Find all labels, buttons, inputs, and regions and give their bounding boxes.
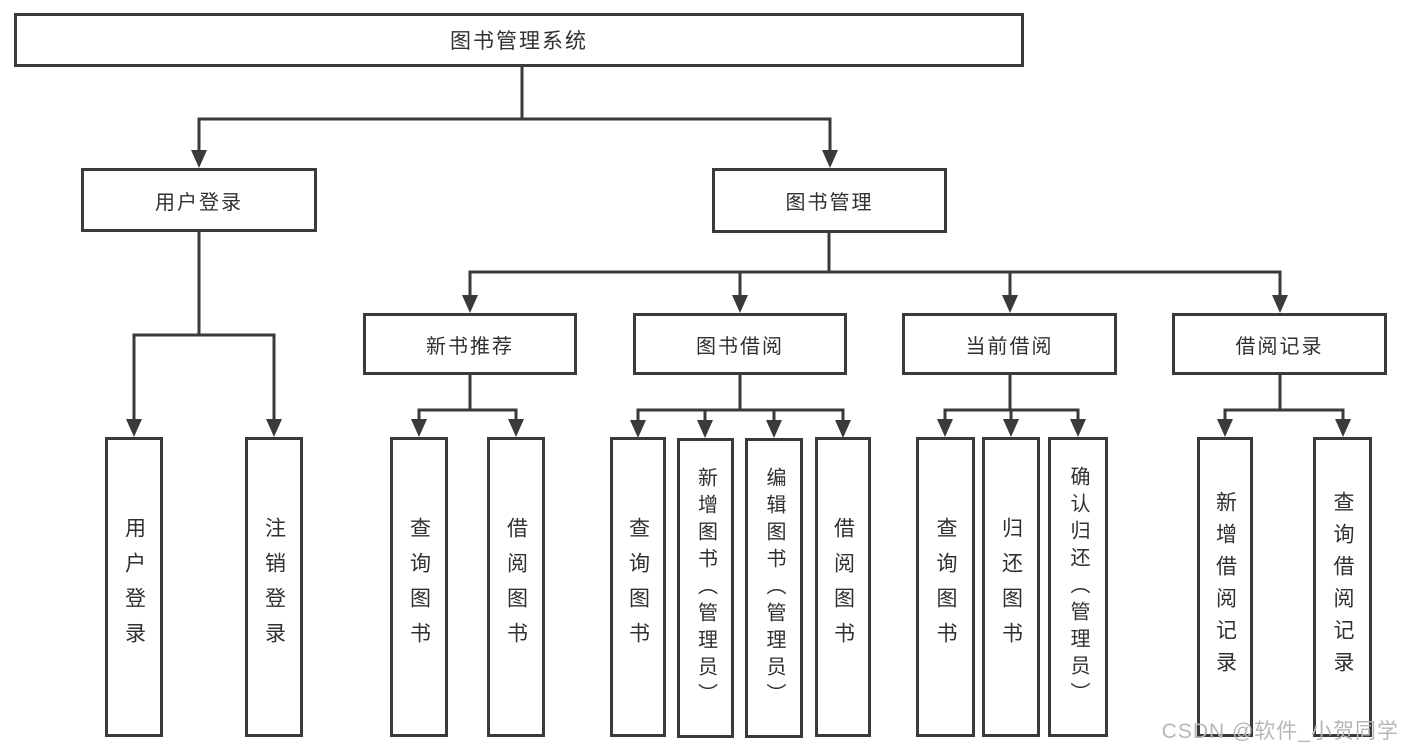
leaf-current-return-books: 归还图书 — [982, 437, 1040, 737]
leaf-records-add-record: 新增借阅记录 — [1197, 437, 1253, 737]
leaf-logout-login: 注销登录 — [245, 437, 303, 737]
node-book-management: 图书管理 — [712, 168, 947, 233]
csdn-watermark: CSDN @软件_小贺同学 — [1161, 720, 1399, 743]
node-book-borrowing: 图书借阅 — [633, 313, 847, 375]
node-new-book-recommend: 新书推荐 — [363, 313, 577, 375]
leaf-borrow-add-books-admin: 新增图书（管理员） — [677, 438, 734, 738]
leaf-newrec-query-books: 查询图书 — [390, 437, 448, 737]
leaf-newrec-borrow-books: 借阅图书 — [487, 437, 545, 737]
leaf-current-confirm-return-admin: 确认归还（管理员） — [1048, 437, 1108, 737]
node-user-login: 用户登录 — [81, 168, 317, 232]
leaf-borrow-edit-books-admin: 编辑图书（管理员） — [745, 438, 803, 738]
leaf-user-login: 用户登录 — [105, 437, 163, 737]
leaf-borrow-query-books: 查询图书 — [610, 437, 666, 737]
node-borrow-records: 借阅记录 — [1172, 313, 1387, 375]
leaf-current-query-books: 查询图书 — [916, 437, 975, 737]
node-current-borrowing: 当前借阅 — [902, 313, 1117, 375]
leaf-records-query-record: 查询借阅记录 — [1313, 437, 1372, 737]
leaf-borrow-borrow-books: 借阅图书 — [815, 437, 871, 737]
node-library-system: 图书管理系统 — [14, 13, 1024, 67]
